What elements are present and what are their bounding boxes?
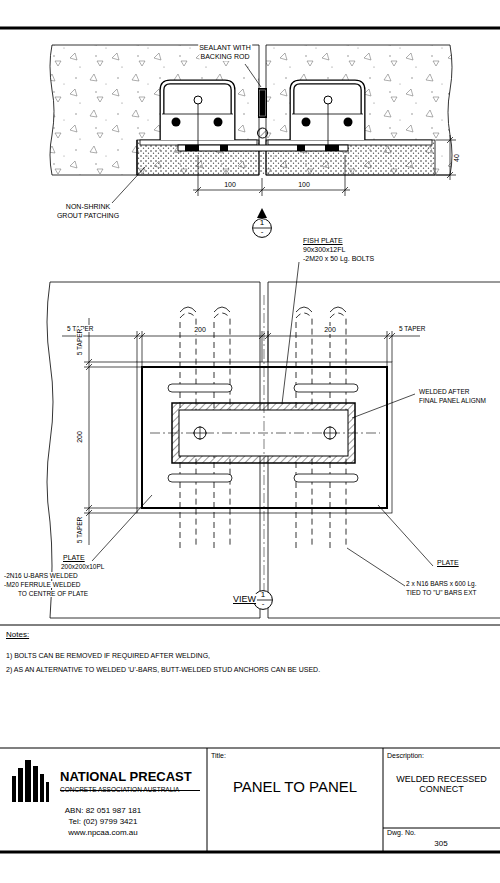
callout-label: TIED TO "U" BARS EXT [405,589,477,596]
title-text: Title: [211,752,226,760]
callout-label: 5 TAPER [398,325,427,332]
callout-label: SEALANT WITH [198,44,252,52]
callout-label: TO CENTRE OF PLATE [17,590,89,597]
plan-view [47,262,500,618]
callout-label: -M20 FERRULE WELDED [3,581,82,588]
callout-label: 5 TAPER [76,516,83,545]
marker-number: - [261,227,264,236]
callout-label: -2M20 x 50 Lg. BOLTS [302,255,375,263]
callout-label: FINAL PANEL ALIGNM [418,397,487,404]
title-text: NATIONAL PRECAST [60,770,192,785]
callout-label: 100 [297,181,311,189]
callout-label: 200 [323,326,337,334]
logo-mark [12,760,200,802]
callout-label: PLATE [436,559,460,567]
title-text: WELDED RECESSED CONNECT [385,774,498,795]
callout-label: 200x200x10PL [60,563,105,570]
callout-label: 90x300x12FL [302,246,346,254]
marker-circle: 1- [252,218,272,238]
callout-label: -2N16 U-BARS WELDED [3,572,79,579]
callout-label: PLATE [62,554,86,562]
title-block-cell: Title: PANEL TO PANEL [207,748,383,828]
marker-number: 1 [260,218,264,227]
callout-label: FISH PLATE [302,237,344,245]
border-rules [0,28,500,852]
title-text: ABN: 82 051 987 181 [65,806,142,815]
marker-number: 1 [261,590,265,599]
callout-label: BACKING ROD [199,53,250,61]
callout-label: 2 x N16 BARS x 600 Lg. [405,580,477,587]
section-view [50,45,456,218]
title-text: Tel: (02) 9799 3421 [69,817,138,826]
marker-number: - [262,599,265,608]
title-text: Description: [387,752,424,760]
callout-label: 200 [193,326,207,334]
callout-label: NON-SHRINK [65,203,111,211]
note-text: Notes: [5,630,30,639]
title-text: www.npcaa.com.au [68,828,137,837]
note-text: 2) AS AN ALTERNATIVE TO WELDED 'U'-BARS,… [5,666,321,674]
callout-label: GROUT PATCHING [56,212,120,220]
title-block-cell: Dwg. No. 305 [383,828,500,852]
title-block-cell: NATIONAL PRECASTCONCRETE ASSOCIATION AUS… [0,748,207,852]
callout-label: 100 [223,181,237,189]
callout-label: 5 TAPER [76,328,83,357]
title-text: Dwg. No. [387,829,416,837]
callout-label: WELDED AFTER [418,388,471,395]
callout-label: VIEW [232,594,257,604]
title-block-cell: Description: WELDED RECESSED CONNECT [383,748,500,828]
title-text: 305 [434,839,447,848]
title-text: CONCRETE ASSOCIATION AUSTRALIA [60,786,179,793]
callout-label: 40 [453,153,461,163]
note-text: 1) BOLTS CAN BE REMOVED IF REQUIRED AFTE… [5,652,211,660]
title-text: PANEL TO PANEL [233,778,357,795]
callout-label: 200 [76,430,84,444]
